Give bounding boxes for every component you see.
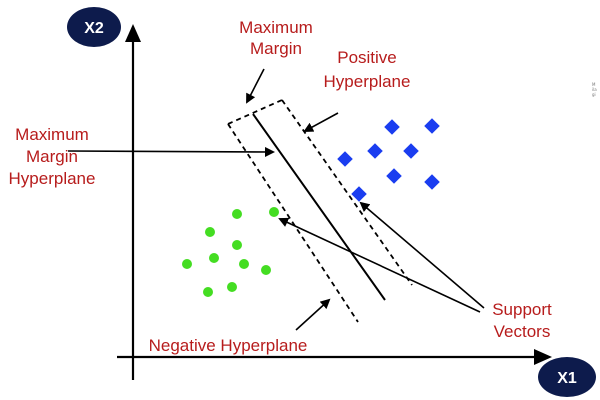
x-axis-arrowhead: [534, 349, 552, 365]
label-max-margin-hyperplane: Maximum Margin Hyperplane: [9, 125, 96, 188]
positive-point: [367, 143, 383, 159]
cropped-edge-text: M ila gi: [592, 82, 597, 97]
positive-hyperplane-line2: Hyperplane: [324, 72, 411, 91]
support-vectors-line2: Vectors: [494, 322, 551, 341]
y-axis-arrowhead: [125, 24, 141, 42]
max-margin-hyperplane-line1: Maximum: [15, 125, 89, 144]
arrow-max-margin-hyperplane: [67, 146, 275, 157]
positive-point: [403, 143, 419, 159]
positive-point: [386, 168, 402, 184]
negative-point: [239, 259, 249, 269]
y-axis-badge: X2: [67, 7, 121, 47]
negative-point: [232, 240, 242, 250]
negative-point: [232, 209, 242, 219]
negative-point: [182, 259, 192, 269]
support-vectors-line1: Support: [492, 300, 552, 319]
arrow-positive-hyperplane: [303, 112, 339, 132]
negative-class-points: [182, 207, 279, 297]
negative-point: [227, 282, 237, 292]
label-positive-hyperplane: Positive Hyperplane: [324, 48, 411, 91]
positive-support-vector: [351, 186, 367, 202]
positive-point: [384, 119, 400, 135]
arrow-negative-hyperplane: [295, 298, 331, 331]
label-negative-hyperplane: Negative Hyperplane: [149, 336, 308, 355]
max-margin-hyperplane-line3: Hyperplane: [9, 169, 96, 188]
positive-point: [337, 151, 353, 167]
maximum-margin-line2: Margin: [250, 39, 302, 58]
arrow-support-vector-positive: [359, 201, 485, 309]
margin-top-cap: [227, 99, 283, 125]
x-axis-label: X1: [557, 370, 577, 387]
arrow-support-vector-negative: [278, 217, 481, 313]
positive-point: [424, 174, 440, 190]
x-axis-badge: X1: [538, 357, 596, 397]
edge-text-line1: M: [592, 82, 596, 87]
y-axis-label: X2: [84, 20, 104, 37]
positive-point: [424, 118, 440, 134]
maximum-margin-hyperplane: [252, 113, 386, 301]
negative-hyperplane-line: [227, 123, 359, 323]
label-support-vectors: Support Vectors: [492, 300, 552, 341]
negative-point: [205, 227, 215, 237]
max-margin-hyperplane-line2: Margin: [26, 147, 78, 166]
negative-point: [203, 287, 213, 297]
negative-support-vector: [269, 207, 279, 217]
label-maximum-margin: Maximum Margin: [239, 18, 313, 58]
edge-text-line2: ila: [592, 87, 597, 92]
edge-text-line3: gi: [592, 92, 596, 97]
maximum-margin-line1: Maximum: [239, 18, 313, 37]
positive-hyperplane-line1: Positive: [337, 48, 397, 67]
negative-point: [261, 265, 271, 275]
positive-class-points: [337, 118, 440, 202]
arrow-maximum-margin: [246, 68, 265, 104]
negative-point: [209, 253, 219, 263]
